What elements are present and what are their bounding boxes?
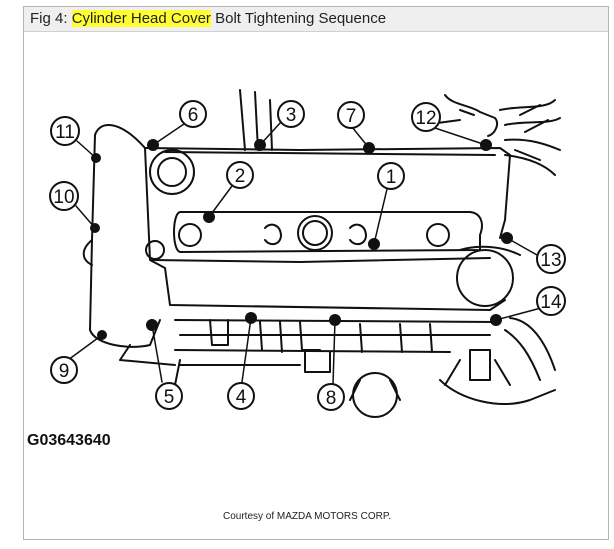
callout-12: 12 [411, 102, 441, 132]
cylinder-head-cover [82, 124, 521, 348]
callout-3: 3 [277, 100, 305, 128]
callout-4-label: 4 [236, 387, 247, 408]
callout-6-label: 6 [188, 105, 199, 126]
callout-13-label: 13 [540, 250, 561, 271]
figure-frame: Fig 4: Cylinder Head Cover Bolt Tighteni… [23, 6, 609, 540]
callout-1: 1 [377, 162, 405, 190]
callout-2-label: 2 [235, 166, 246, 187]
figure-code: G03643640 [27, 432, 111, 449]
callout-6: 6 [179, 100, 207, 128]
callout-leaders [67, 121, 542, 385]
callout-2: 2 [226, 161, 254, 189]
callout-9-label: 9 [59, 361, 70, 382]
figure-title-highlight: Cylinder Head Cover [71, 10, 211, 27]
figure-title-suffix: Bolt Tightening Sequence [215, 10, 387, 27]
engine-top-lines [239, 89, 561, 176]
callout-5-label: 5 [164, 387, 175, 408]
callout-9: 9 [50, 356, 78, 384]
callout-12-label: 12 [415, 108, 436, 129]
callout-13: 13 [536, 244, 566, 274]
callout-10: 10 [49, 181, 79, 211]
callout-5: 5 [155, 382, 183, 410]
callout-1-label: 1 [386, 167, 397, 188]
callout-10-label: 10 [53, 187, 74, 208]
callout-7: 7 [337, 101, 365, 129]
callout-8-label: 8 [326, 388, 337, 409]
callout-14-label: 14 [540, 292, 562, 313]
figure-credit: Courtesy of MAZDA MOTORS CORP. [222, 511, 391, 522]
callout-4: 4 [227, 382, 255, 410]
figure-title: Fig 4: Cylinder Head Cover Bolt Tighteni… [24, 7, 608, 32]
callout-11: 11 [50, 116, 80, 146]
callout-3-label: 3 [286, 105, 297, 126]
callout-8: 8 [317, 383, 345, 411]
callout-7-label: 7 [346, 106, 357, 127]
figure-title-prefix: Fig 4: [30, 10, 68, 27]
callout-11-label: 11 [55, 122, 75, 143]
callout-14: 14 [536, 286, 566, 316]
